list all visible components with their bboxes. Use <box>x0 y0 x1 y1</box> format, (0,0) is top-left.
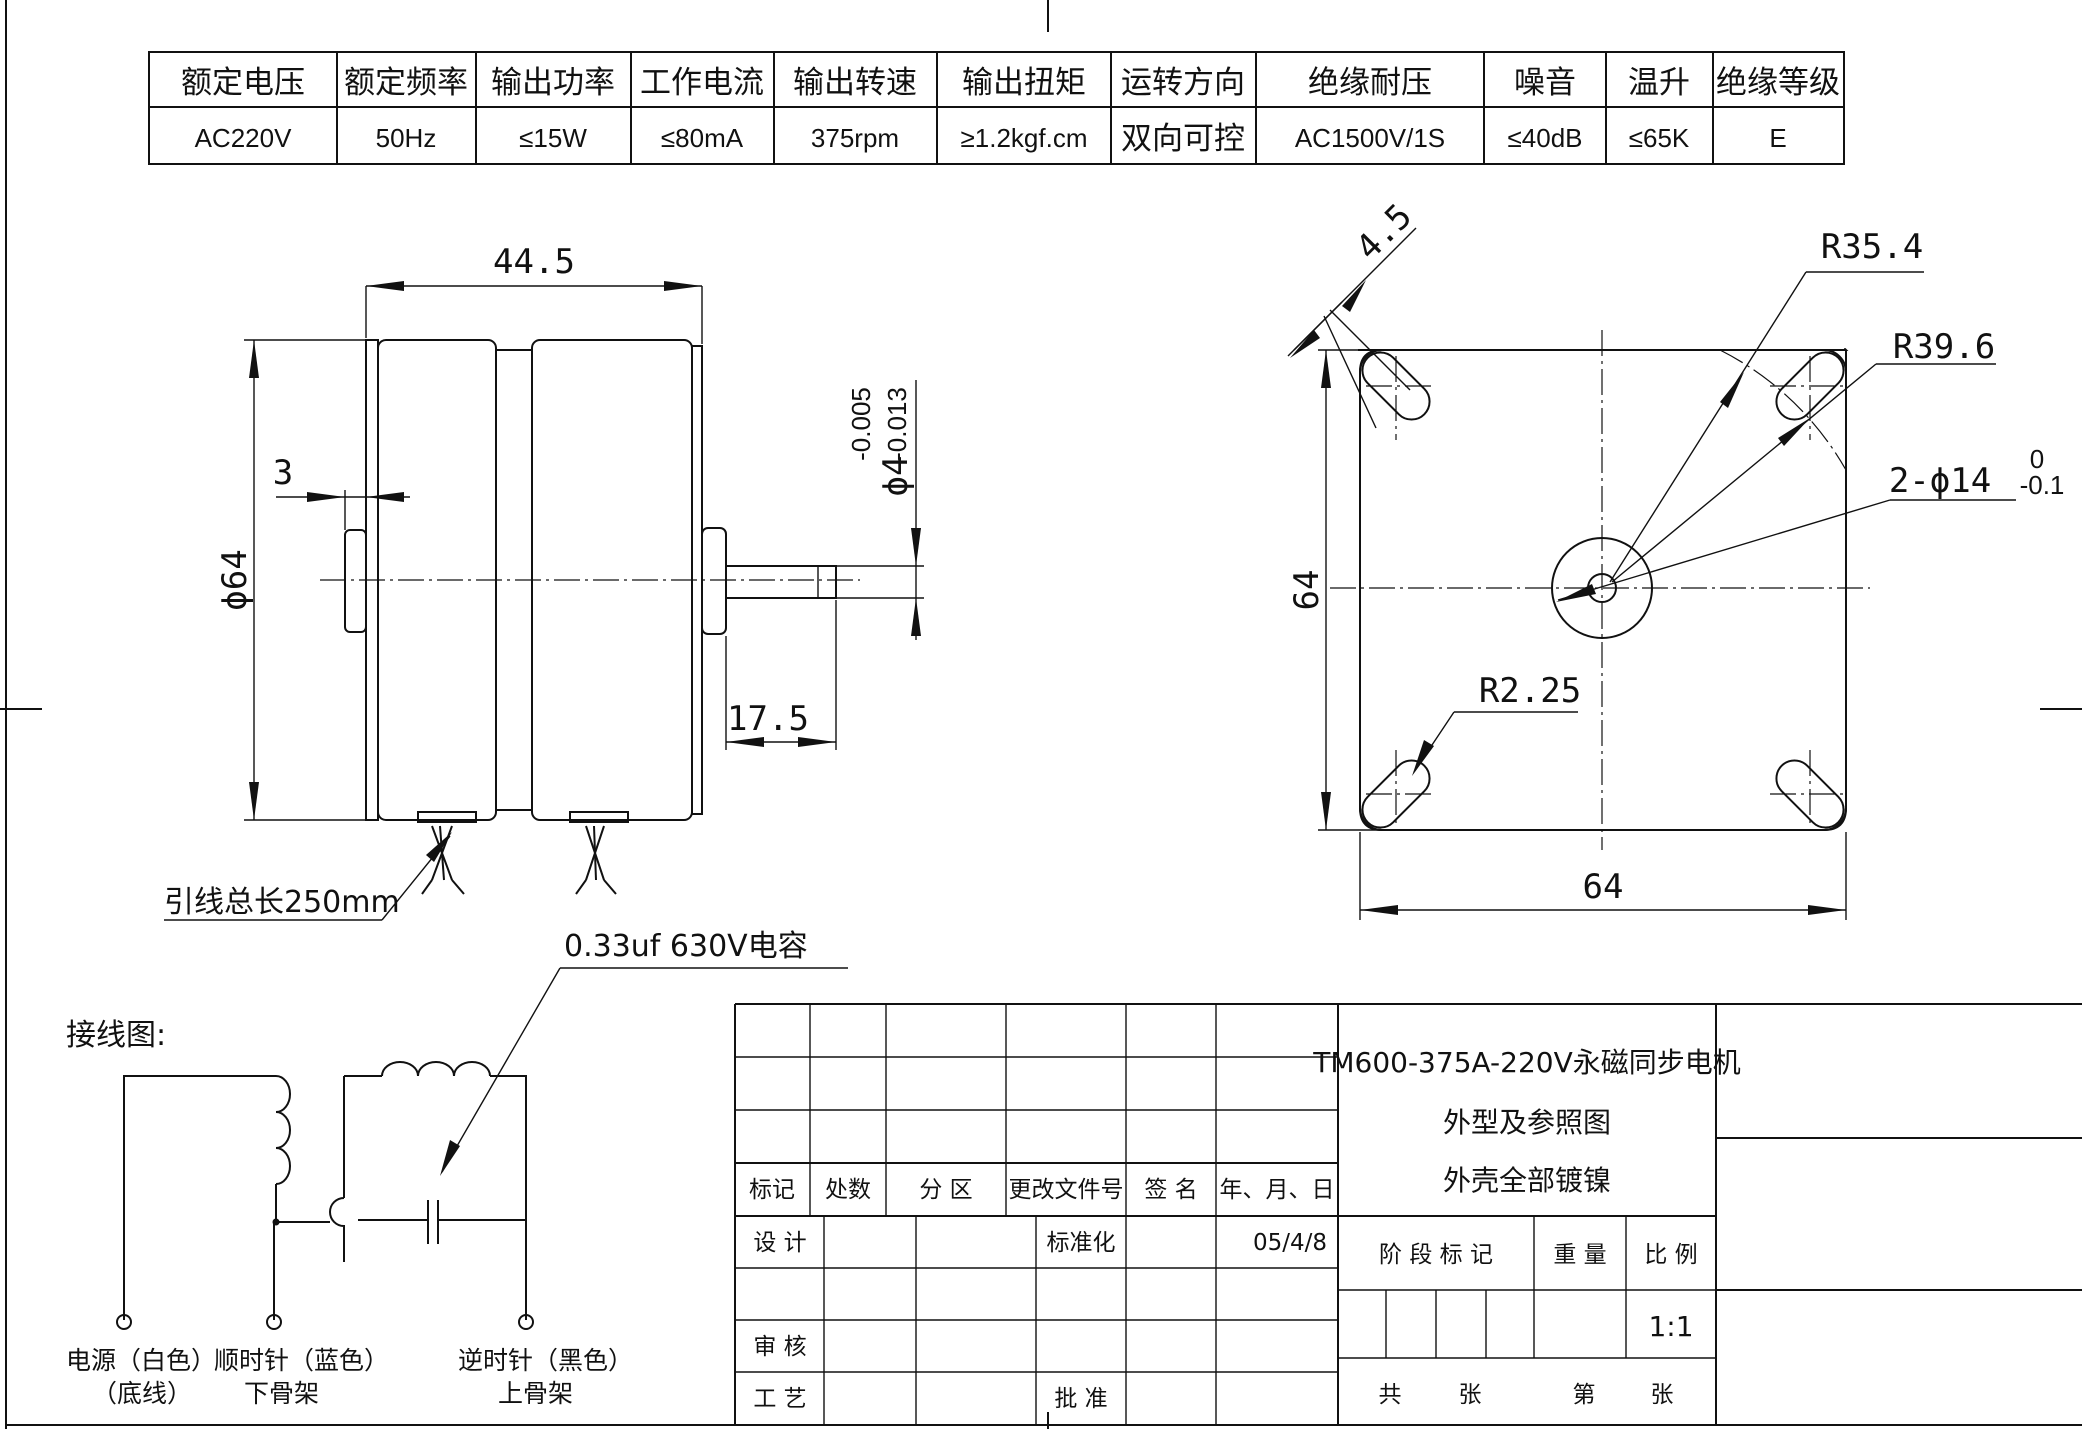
dim-width: 64 <box>1583 867 1624 907</box>
coil-upper <box>381 1061 491 1077</box>
dim-radius-39: R39.6 <box>1893 327 1995 367</box>
rev-header-zone: 分 区 <box>919 1177 972 1203</box>
holes-tolerance-lower: -0.1 <box>2020 470 2065 500</box>
label-sheets-unit1: 张 <box>1459 1382 1482 1408</box>
coil-lower <box>275 1075 291 1185</box>
spec-header-dielectric: 绝缘耐压 <box>1308 65 1432 101</box>
label-design: 设 计 <box>753 1230 806 1256</box>
dim-height: 64 <box>1287 570 1327 611</box>
shaft-tolerance-upper: -0.005 <box>846 387 876 461</box>
label-stage-mark: 阶 段 标 记 <box>1379 1242 1493 1268</box>
spec-header-output-torque: 输出扭矩 <box>962 65 1086 101</box>
rev-header-mark: 标记 <box>749 1177 795 1203</box>
dim-shaft-diameter: ϕ4 <box>876 456 916 497</box>
label-standardize: 标准化 <box>1047 1230 1116 1256</box>
label-weight: 重 量 <box>1553 1242 1606 1268</box>
dim-slot-radius: R2.25 <box>1479 671 1581 711</box>
dim-holes: 2-ϕ14 <box>1889 461 1991 501</box>
spec-header-noise: 噪音 <box>1514 65 1576 101</box>
capacitor-note: 0.33uf 630V电容 <box>564 929 808 964</box>
spec-value-output-power: ≤15W <box>519 123 587 153</box>
label-process: 工 艺 <box>753 1386 806 1412</box>
dim-shaft-length: 17.5 <box>727 699 809 739</box>
front-view: 64 64 4.5 R35.4 R39.6 2-ϕ14 0 -0.1 <box>1287 196 2064 920</box>
terminal2-sublabel: 下骨架 <box>244 1379 319 1408</box>
design-date: 05/4/8 <box>1253 1230 1327 1256</box>
spec-value-noise: ≤40dB <box>1508 123 1583 153</box>
dim-length: 44.5 <box>493 242 575 282</box>
label-sheets-unit2: 张 <box>1651 1382 1674 1408</box>
terminal-ccw <box>518 1314 534 1330</box>
terminal3-sublabel: 上骨架 <box>498 1379 573 1408</box>
spec-header-rated-frequency: 额定频率 <box>344 65 468 101</box>
shaft-tolerance-lower: -0.013 <box>882 387 912 461</box>
rev-header-date: 年、月、日 <box>1220 1177 1335 1203</box>
spec-header-temp-rise: 温升 <box>1628 65 1690 101</box>
terminal-power <box>116 1314 132 1330</box>
spec-value-temp-rise: ≤65K <box>1629 123 1690 153</box>
spec-value-working-current: ≤80mA <box>661 123 744 153</box>
wiring-diagram: 接线图: 电源（白色） （底线） 顺时针（蓝色） 下骨架 逆时针（黑色） 上骨架 <box>66 1018 633 1408</box>
terminal-cw <box>266 1314 282 1330</box>
label-sheet-number: 第 <box>1573 1382 1596 1408</box>
terminal1-label: 电源（白色） <box>66 1346 216 1375</box>
spec-value-rated-voltage: AC220V <box>195 123 292 153</box>
label-sheets-total: 共 <box>1379 1382 1402 1408</box>
lead-length-note: 引线总长250mm <box>164 885 400 920</box>
spec-value-output-speed: 375rpm <box>811 123 899 153</box>
dim-slot-width: 4.5 <box>1348 196 1420 268</box>
spec-header-output-speed: 输出转速 <box>793 65 917 101</box>
rev-header-count: 处数 <box>825 1177 871 1203</box>
rev-header-sign: 签 名 <box>1144 1177 1197 1203</box>
terminal3-label: 逆时针（黑色） <box>458 1346 633 1375</box>
spec-value-output-torque: ≥1.2kgf.cm <box>961 123 1088 153</box>
spec-value-rotation: 双向可控 <box>1121 121 1245 157</box>
holes-tolerance-upper: 0 <box>2030 444 2044 474</box>
spec-header-rotation: 运转方向 <box>1121 65 1245 101</box>
dim-radius-35: R35.4 <box>1821 227 1923 267</box>
wiring-title: 接线图: <box>66 1018 166 1053</box>
spec-header-rated-voltage: 额定电压 <box>181 65 305 101</box>
scale-value: 1:1 <box>1648 1310 1693 1343</box>
spec-header-insulation-class: 绝缘等级 <box>1716 65 1840 101</box>
flange-square <box>1359 349 1847 831</box>
label-scale: 比 例 <box>1644 1242 1697 1268</box>
label-approve: 批 准 <box>1054 1386 1107 1412</box>
spec-value-dielectric: AC1500V/1S <box>1295 123 1445 153</box>
side-view: 44.5 ϕ64 3 17.5 ϕ4 -0.005 -0.013 <box>164 242 924 1176</box>
spec-value-insulation-class: E <box>1769 123 1786 153</box>
dim-boss: 3 <box>273 453 293 493</box>
label-review: 审 核 <box>753 1334 806 1360</box>
shaft-hub <box>701 527 727 635</box>
product-title: TM600-375A-220V永磁同步电机 <box>1312 1046 1741 1079</box>
output-shaft <box>725 565 837 599</box>
terminal2-label: 顺时针（蓝色） <box>214 1346 389 1375</box>
rear-boss <box>344 529 367 633</box>
spec-header-output-power: 输出功率 <box>491 65 615 101</box>
drawing-name: 外型及参照图 <box>1443 1106 1611 1139</box>
spec-header-working-current: 工作电流 <box>640 65 764 101</box>
spec-table: 额定电压 额定频率 输出功率 工作电流 输出转速 输出扭矩 运转方向 绝缘耐压 … <box>148 51 1845 165</box>
finish-note: 外壳全部镀镍 <box>1443 1164 1611 1197</box>
terminal1-sublabel: （底线） <box>92 1379 192 1408</box>
spec-value-rated-frequency: 50Hz <box>376 123 437 153</box>
rev-header-doc: 更改文件号 <box>1009 1177 1124 1203</box>
dim-diameter: ϕ64 <box>215 549 255 610</box>
title-block: 标记 处数 分 区 更改文件号 签 名 年、月、日 设 计 标准化 05/4/8… <box>734 1003 2082 1425</box>
